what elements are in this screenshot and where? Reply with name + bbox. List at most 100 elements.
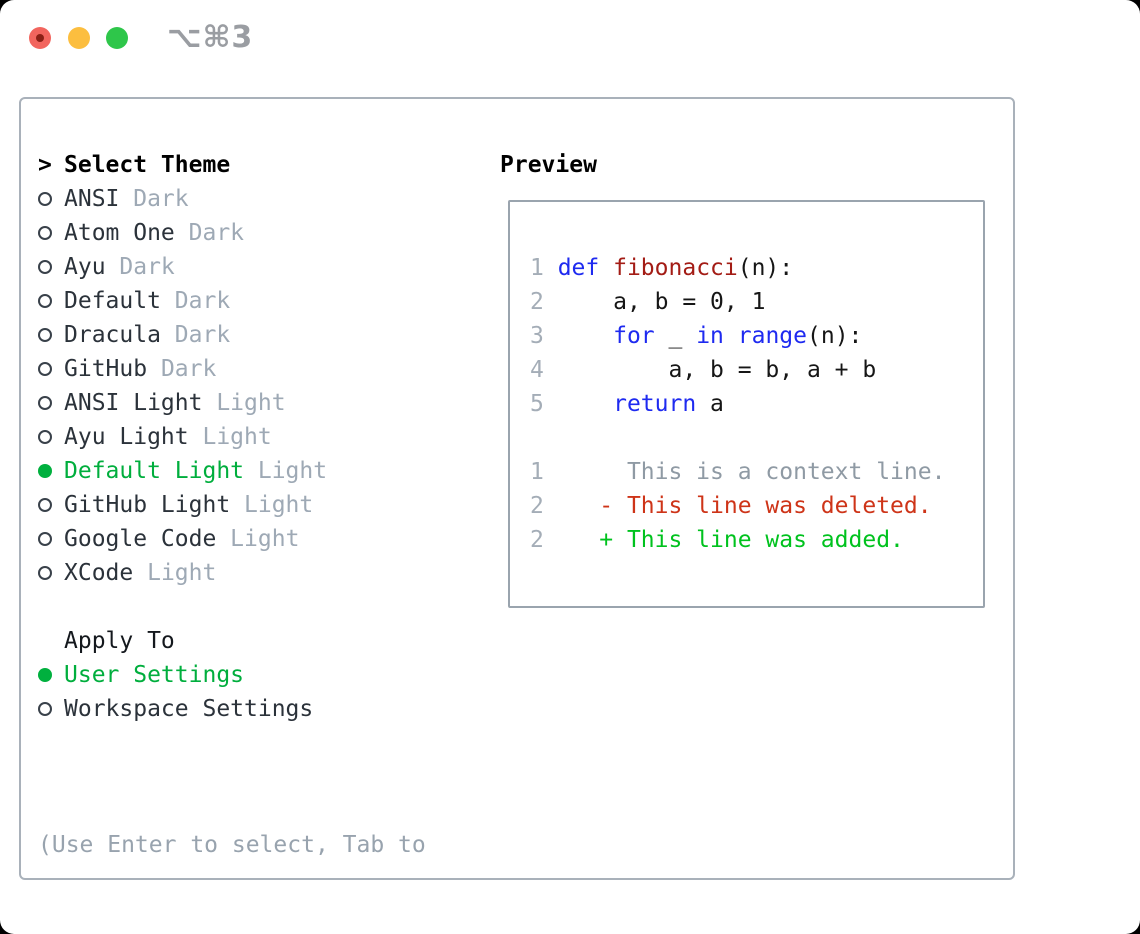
radio-unselected-icon (38, 294, 52, 308)
code-line: 2 + This line was added. (530, 523, 983, 557)
theme-variant: Dark (174, 220, 245, 246)
code-token-pl: (n): (807, 323, 863, 349)
theme-option-ayu-light-light[interactable]: Ayu Light Light (38, 420, 327, 454)
theme-option-github-dark[interactable]: GitHub Dark (38, 352, 327, 386)
theme-name: GitHub (64, 356, 148, 382)
theme-variant: Light (244, 458, 328, 484)
apply-option-label: User Settings (64, 662, 245, 688)
line-number: 1 (530, 459, 558, 485)
theme-option-atom-one-dark[interactable]: Atom One Dark (38, 216, 327, 250)
code-token-kw: return (613, 391, 697, 417)
theme-variant: Dark (119, 186, 189, 212)
theme-option-ansi-light-light[interactable]: ANSI Light Light (38, 386, 327, 420)
line-number: 2 (530, 493, 558, 519)
code-token-pl (599, 255, 613, 281)
code-line: 2 a, b = 0, 1 (530, 285, 983, 319)
code-line: 1 def fibonacci(n): (530, 251, 983, 285)
apply-to-title: Apply To (64, 628, 175, 654)
radio-unselected-icon (38, 532, 52, 546)
theme-variant: Dark (105, 254, 175, 280)
code-token-pl (558, 323, 613, 349)
apply-option-workspace-settings[interactable]: Workspace Settings (38, 692, 313, 726)
theme-variant: Dark (160, 288, 231, 314)
line-number: 1 (530, 255, 558, 281)
selection-prompt-icon: > (38, 152, 52, 178)
theme-option-default-dark[interactable]: Default Dark (38, 284, 327, 318)
theme-name: Ayu Light (64, 424, 189, 450)
radio-unselected-icon (38, 362, 52, 376)
minimize-button[interactable] (68, 27, 90, 49)
code-line: 4 a, b = b, a + b (530, 353, 983, 387)
theme-option-xcode-light[interactable]: XCode Light (38, 556, 327, 590)
theme-variant: Light (202, 390, 286, 416)
theme-name: Ayu (64, 254, 106, 280)
code-token-pl (558, 391, 613, 417)
code-token-fn: fibonacci (613, 255, 738, 281)
code-token-kw: for (613, 323, 655, 349)
theme-option-github-light-light[interactable]: GitHub Light Light (38, 488, 327, 522)
line-number: 3 (530, 323, 558, 349)
theme-name: XCode (64, 560, 134, 586)
code-token-pl: (n): (737, 255, 794, 281)
theme-option-ansi-dark[interactable]: ANSI Dark (38, 182, 327, 216)
radio-unselected-icon (38, 702, 52, 716)
apply-to-header: Apply To (38, 624, 313, 658)
radio-unselected-icon (38, 328, 52, 342)
theme-variant: Light (216, 526, 300, 552)
theme-name: Atom One (64, 220, 175, 246)
code-token-pl: a, b = 0, 1 (557, 289, 766, 315)
theme-name: Default Light (64, 458, 245, 484)
theme-name: Google Code (64, 526, 217, 552)
code-line: 1 This is a context line. (530, 455, 983, 489)
code-line: 2 - This line was deleted. (530, 489, 983, 523)
close-button[interactable] (29, 27, 51, 49)
radio-unselected-icon (38, 192, 52, 206)
theme-name: ANSI (64, 186, 120, 212)
code-token-ctx: This is a context line. (557, 459, 946, 485)
preview-title: Preview (500, 152, 597, 178)
theme-option-ayu-dark[interactable]: Ayu Dark (38, 250, 327, 284)
radio-unselected-icon (38, 260, 52, 274)
radio-unselected-icon (38, 430, 52, 444)
code-token-pl: a (696, 391, 724, 417)
theme-name: Default (64, 288, 161, 314)
radio-selected-icon (38, 464, 52, 478)
theme-option-google-code-light[interactable]: Google Code Light (38, 522, 327, 556)
theme-variant: Dark (160, 322, 231, 348)
theme-name: GitHub Light (64, 492, 231, 518)
line-number: 2 (530, 527, 558, 553)
code-blank-line (530, 421, 983, 455)
code-token-add: + This line was added. (557, 527, 904, 553)
line-number: 5 (530, 391, 558, 417)
code-token-kw: range (737, 323, 807, 349)
theme-list-title: Select Theme (64, 152, 231, 178)
radio-unselected-icon (38, 226, 52, 240)
theme-name: Dracula (64, 322, 161, 348)
window-shortcut-label: ⌥⌘3 (167, 20, 254, 55)
apply-option-user-settings[interactable]: User Settings (38, 658, 313, 692)
help-line-1: (Use Enter to select, Tab to (38, 832, 426, 858)
zoom-button[interactable] (106, 27, 128, 49)
theme-name: ANSI Light (64, 390, 203, 416)
code-token-pl: _ (654, 323, 697, 349)
code-token-kw: def (557, 255, 600, 281)
code-token-pl: a, b = b, a + b (557, 357, 877, 383)
radio-unselected-icon (38, 566, 52, 580)
theme-option-default-light-light[interactable]: Default Light Light (38, 454, 327, 488)
close-dot-icon (36, 34, 44, 42)
radio-unselected-icon (38, 396, 52, 410)
main-panel (19, 97, 1015, 880)
code-line: 3 for _ in range(n): (530, 319, 983, 353)
help-text: (Use Enter to select, Tab to change focu… (38, 760, 426, 934)
theme-list-header: > Select Theme (38, 148, 327, 182)
code-token-pl (724, 323, 738, 349)
radio-unselected-icon (38, 498, 52, 512)
line-number: 2 (530, 289, 558, 315)
theme-option-dracula-dark[interactable]: Dracula Dark (38, 318, 327, 352)
code-line: 5 return a (530, 387, 983, 421)
